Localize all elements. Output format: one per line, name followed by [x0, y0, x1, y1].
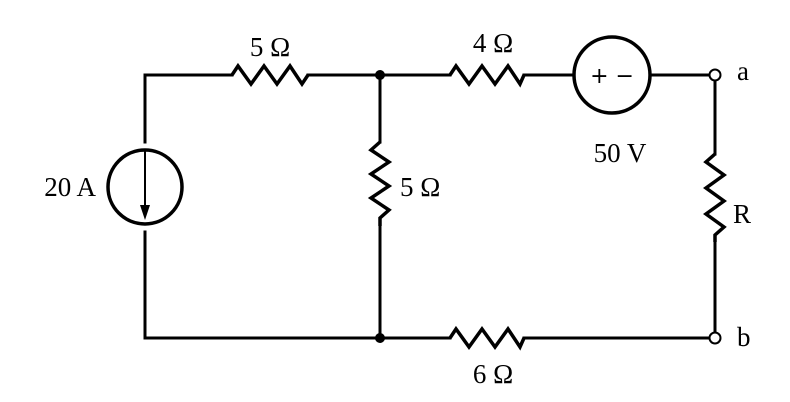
voltage-source-signs: + − — [590, 64, 634, 89]
label-current-source: 20 A — [44, 172, 96, 202]
label-resistor-top-left: 5 Ω — [250, 32, 290, 62]
label-terminal-b: b — [737, 322, 751, 352]
label-resistor-middle: 5 Ω — [400, 172, 440, 202]
resistor-top-right — [448, 62, 526, 88]
current-arrowhead-icon — [140, 205, 150, 220]
resistor-load-r — [703, 152, 727, 242]
label-load-resistor: R — [733, 199, 751, 229]
label-resistor-bottom: 6 Ω — [473, 359, 513, 389]
terminal-a-node — [708, 68, 722, 82]
junction-top — [375, 70, 385, 80]
current-source — [106, 148, 184, 226]
label-terminal-a: a — [737, 56, 749, 86]
label-voltage-source: 50 V — [594, 138, 647, 168]
wires — [143, 73, 717, 340]
terminal-b-node — [708, 331, 722, 345]
junction-bottom — [375, 333, 385, 343]
resistor-middle — [367, 140, 393, 226]
voltage-source: + − — [572, 35, 652, 115]
label-resistor-top-right: 4 Ω — [473, 28, 513, 58]
resistor-bottom — [448, 325, 526, 351]
resistor-top-left — [230, 62, 310, 88]
